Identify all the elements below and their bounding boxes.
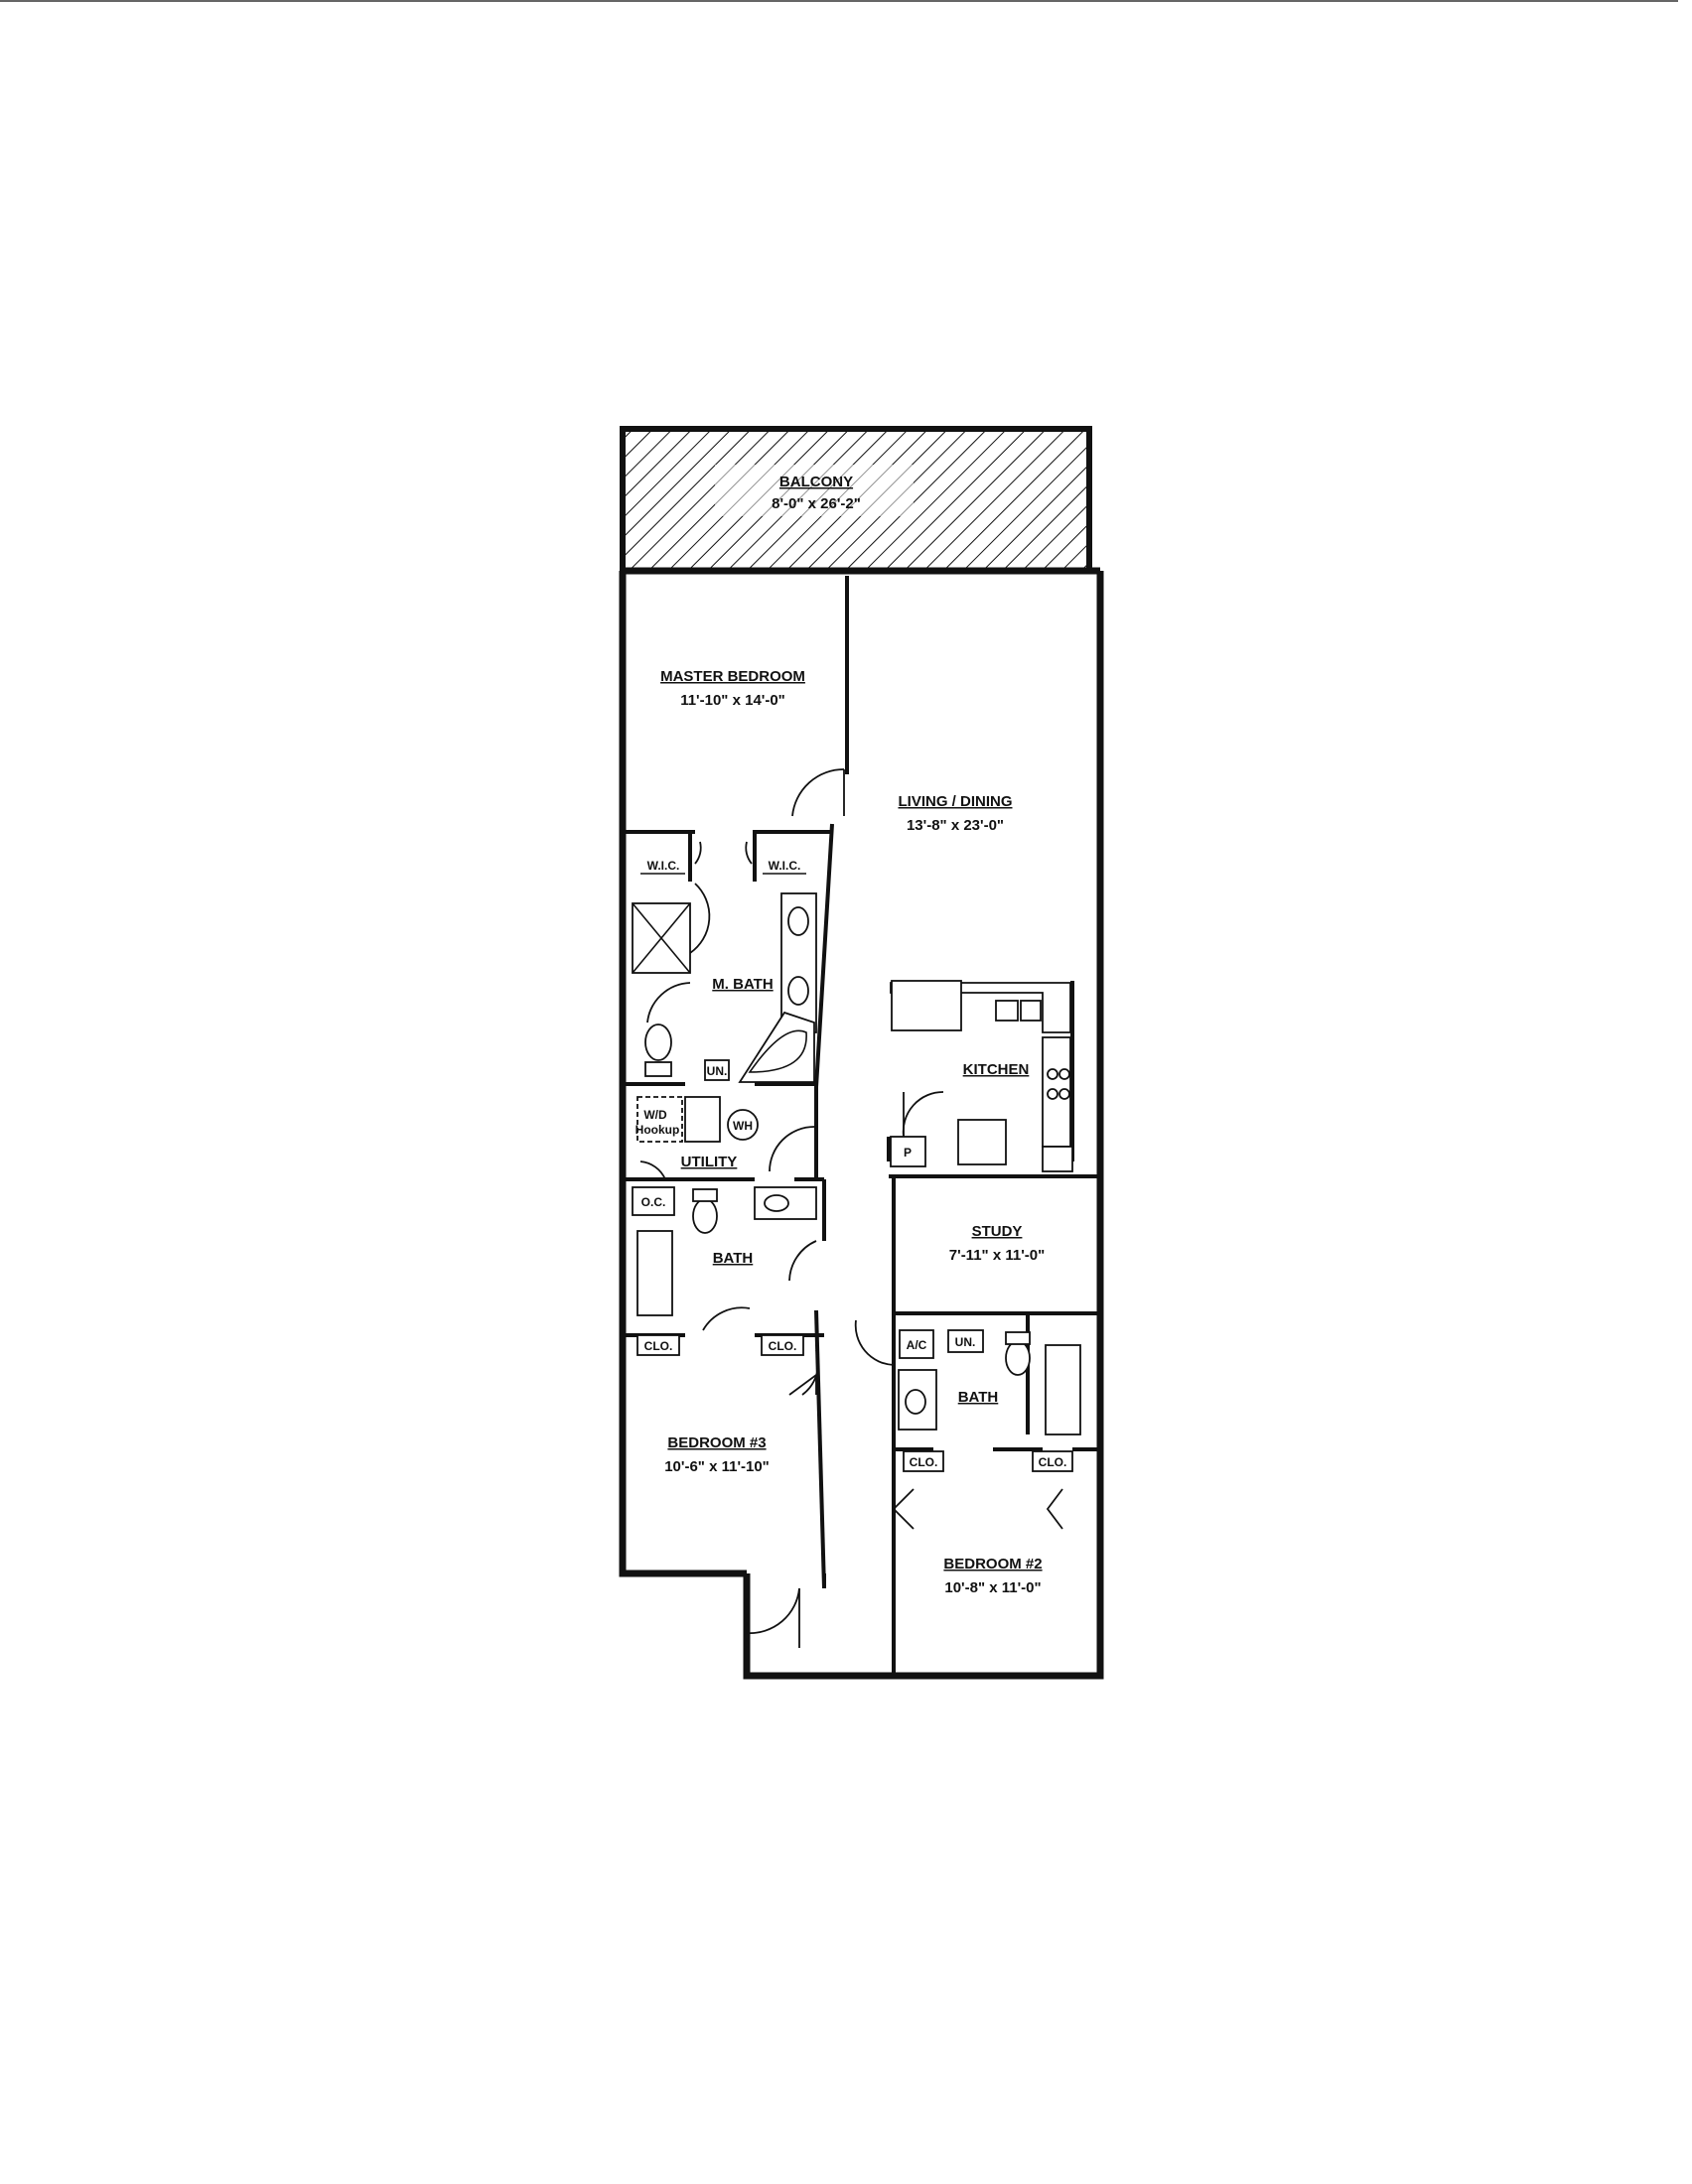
- bedroom-3-label: BEDROOM #3: [667, 1434, 766, 1451]
- doors: [639, 768, 1063, 1648]
- wic-right-label: W.I.C.: [769, 859, 801, 873]
- master-bedroom-label: MASTER BEDROOM: [660, 668, 805, 685]
- bath-label: BATH: [713, 1250, 754, 1267]
- living-dining-label: LIVING / DINING: [898, 793, 1012, 810]
- master-bedroom-dims: 11'-10" x 14'-0": [680, 692, 785, 709]
- living-dining-dims: 13'-8" x 23'-0": [907, 817, 1004, 834]
- fixtures: [632, 892, 1081, 1435]
- wic-left-label: W.I.C.: [647, 859, 680, 873]
- bedroom-2-dims: 10'-8" x 11'-0": [944, 1579, 1041, 1596]
- bedroom-2-label: BEDROOM #2: [943, 1556, 1042, 1572]
- master-bath-label: M. BATH: [712, 976, 773, 993]
- bath-2-label: BATH: [958, 1389, 999, 1406]
- balcony-dims: 8'-0" x 26'-2": [772, 495, 861, 512]
- closet-c-label: CLO.: [910, 1455, 938, 1469]
- utility-label: UTILITY: [681, 1154, 738, 1170]
- bedroom-3-dims: 10'-6" x 11'-10": [664, 1458, 770, 1475]
- kitchen-label: KITCHEN: [963, 1061, 1030, 1078]
- ac-label: A/C: [907, 1338, 927, 1352]
- study-dims: 7'-11" x 11'-0": [949, 1247, 1045, 1264]
- study-label: STUDY: [972, 1223, 1023, 1240]
- closet-b-label: CLO.: [769, 1339, 797, 1353]
- bath-2-un-label: UN.: [955, 1335, 976, 1349]
- wd-hookup-label-1: W/D: [643, 1108, 667, 1122]
- water-heater-label: WH: [733, 1119, 753, 1133]
- tag-boxes: [632, 1059, 1073, 1472]
- oc-label: O.C.: [641, 1195, 666, 1209]
- closet-a-label: CLO.: [644, 1339, 673, 1353]
- closet-d-label: CLO.: [1039, 1455, 1067, 1469]
- balcony-label: BALCONY: [779, 474, 853, 490]
- wd-hookup-label-2: Hookup: [635, 1123, 680, 1137]
- master-bath-un-label: UN.: [707, 1064, 728, 1078]
- pantry-label: P: [904, 1146, 912, 1160]
